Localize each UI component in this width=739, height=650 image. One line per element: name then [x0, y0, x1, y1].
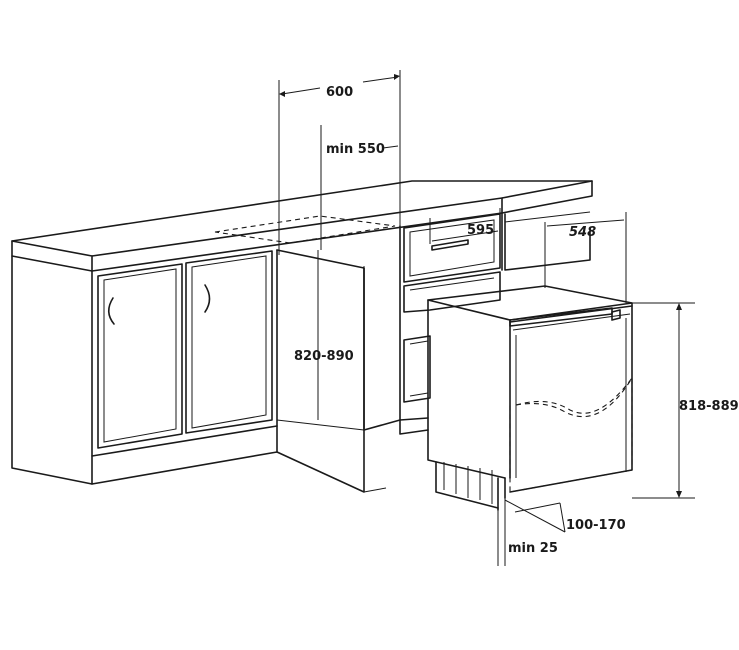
fridge-appliance	[427, 285, 633, 511]
label-min-550: min 550	[326, 142, 385, 157]
label-min-25: min 25	[508, 541, 558, 556]
label-100-170: 100-170	[566, 518, 626, 533]
label-818-889: 818-889	[679, 399, 739, 414]
drawer-3	[403, 335, 431, 403]
countertop	[11, 180, 593, 272]
dimension-min-25: min 25	[497, 498, 558, 566]
dimension-min-550: min 550	[320, 125, 399, 250]
dimension-100-170: 100-170	[504, 499, 626, 533]
door-handle-left	[107, 297, 115, 325]
dimension-595: 595	[429, 208, 501, 244]
door-handle-right	[204, 284, 211, 313]
label-600: 600	[326, 85, 353, 100]
label-595: 595	[467, 223, 494, 238]
drawer-1	[403, 213, 501, 283]
cabinet-door-left	[97, 263, 183, 449]
dimension-600: 600	[278, 70, 401, 255]
furniture-door-panel	[509, 376, 633, 493]
cabinet-door-right	[185, 250, 273, 434]
dimension-548: 548	[544, 212, 627, 303]
drawer-cabinet	[399, 211, 591, 435]
left-cabinet	[11, 249, 278, 485]
niche-recess	[276, 249, 401, 493]
label-820-890: 820-890	[294, 349, 354, 364]
furniture-door-panel-top	[515, 377, 633, 414]
worktop-cutout-outline	[214, 215, 396, 244]
label-548: 548	[569, 225, 596, 240]
dimension-820-890: 820-890	[294, 266, 387, 493]
hinge	[611, 309, 621, 321]
drawer-1-handle	[431, 239, 469, 251]
drawer-2	[403, 271, 501, 313]
dimension-818-889: 818-889	[632, 302, 739, 499]
